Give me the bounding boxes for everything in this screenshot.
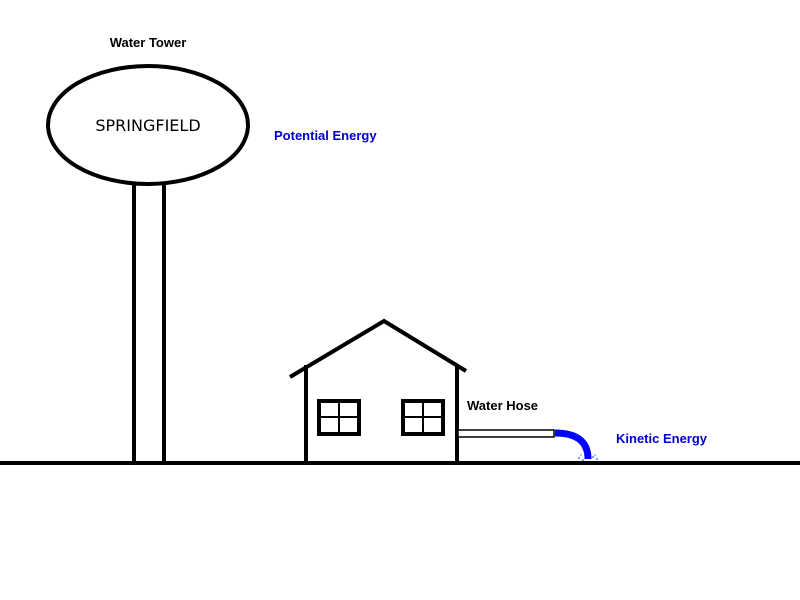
hose-body bbox=[457, 429, 555, 438]
tank-name-label: SPRINGFIELD bbox=[95, 116, 200, 135]
tower-legs bbox=[132, 185, 166, 463]
water-tower-label: Water Tower bbox=[110, 35, 187, 50]
house-window-right bbox=[401, 399, 445, 436]
water-spray bbox=[578, 454, 598, 461]
potential-energy-label: Potential Energy bbox=[274, 128, 377, 143]
tower-tank bbox=[46, 64, 250, 186]
house-roof bbox=[288, 318, 468, 379]
water-hose bbox=[457, 429, 598, 461]
house-window-left bbox=[317, 399, 361, 436]
water-hose-label: Water Hose bbox=[467, 398, 538, 413]
kinetic-energy-label: Kinetic Energy bbox=[616, 431, 708, 446]
house bbox=[288, 318, 468, 463]
hose-nozzle-water bbox=[554, 429, 592, 460]
